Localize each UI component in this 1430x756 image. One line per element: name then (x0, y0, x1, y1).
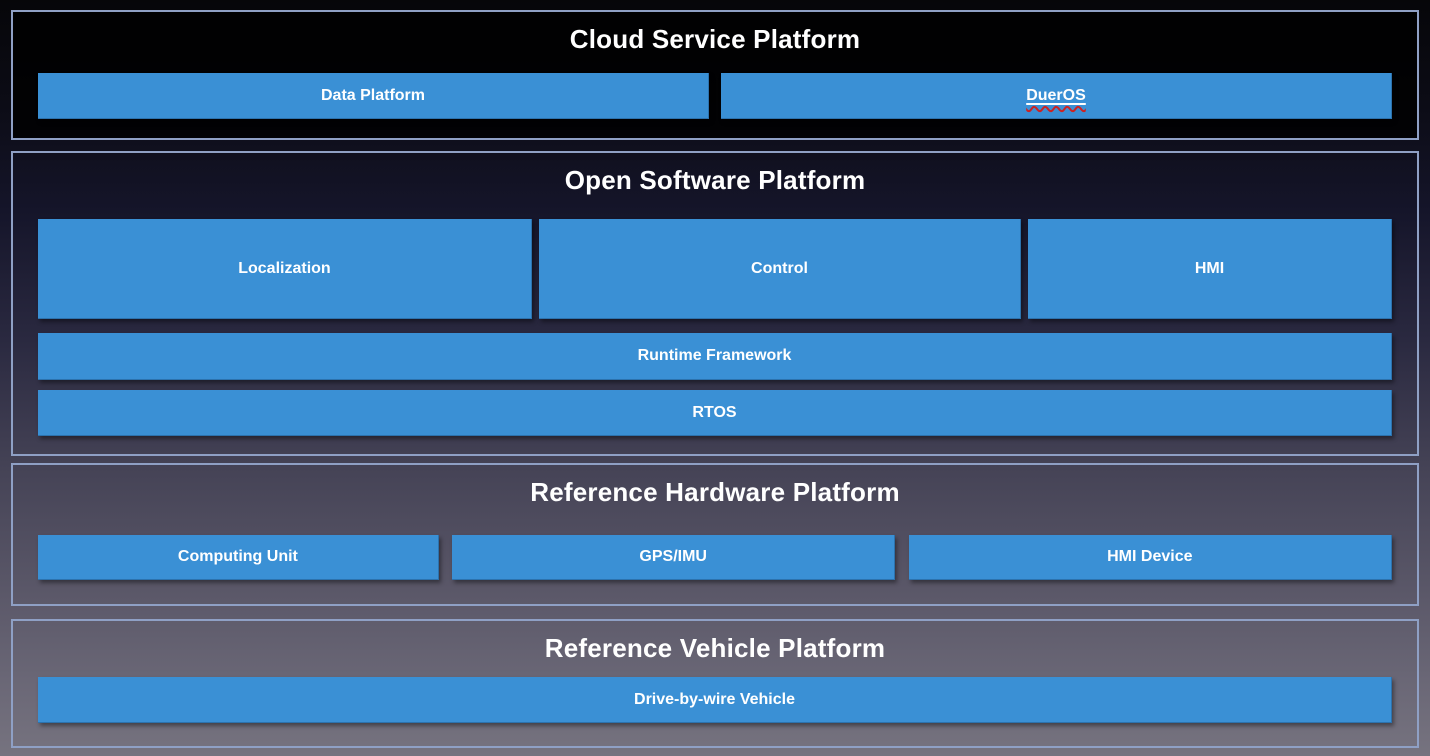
box-label: Data Platform (320, 86, 426, 104)
section-cloud-service-platform: Cloud Service Platform Data Platform Due… (11, 10, 1419, 140)
box-label: HMI Device (1107, 548, 1193, 565)
box-label: GPS/IMU (639, 548, 707, 565)
section-title: Reference Vehicle Platform (544, 633, 886, 663)
box-localization: Localization (38, 219, 532, 319)
box-label: Localization (238, 259, 331, 277)
spellcheck-underline: DuerOS (1026, 87, 1086, 105)
box-data-platform: Data Platform (38, 73, 709, 119)
box-label: RTOS (692, 403, 737, 421)
section-open-software-platform: Open Software Platform Localization Cont… (11, 151, 1419, 456)
section-title: Reference Hardware Platform (530, 477, 900, 507)
box-label: Computing Unit (177, 548, 298, 565)
box-hmi-device: HMI Device (908, 535, 1392, 580)
hardware-boxes-row: Computing Unit GPS/IMU HMI Device (38, 535, 1392, 580)
box-computing-unit: Computing Unit (38, 535, 439, 580)
box-label: Runtime Framework (637, 347, 792, 364)
box-label: HMI (1194, 259, 1225, 277)
bar-drive-by-wire-vehicle: Drive-by-wire Vehicle (38, 677, 1392, 723)
box-label: Drive-by-wire Vehicle (634, 690, 795, 708)
section-title: Open Software Platform (564, 165, 866, 195)
box-gps-imu: GPS/IMU (452, 535, 896, 580)
box-dueros: DuerOS (721, 73, 1392, 119)
section-reference-vehicle-platform: Reference Vehicle Platform Drive-by-wire… (11, 619, 1419, 748)
bar-rtos: RTOS (38, 390, 1392, 436)
box-label: Control (751, 259, 808, 277)
software-boxes-row: Localization Control HMI (38, 219, 1392, 319)
bar-runtime-framework: Runtime Framework (38, 333, 1392, 380)
box-label: DuerOS (1026, 86, 1086, 104)
cloud-boxes-row: Data Platform DuerOS (38, 73, 1392, 119)
section-title: Cloud Service Platform (569, 24, 861, 54)
box-control: Control (538, 219, 1021, 319)
section-reference-hardware-platform: Reference Hardware Platform Computing Un… (11, 463, 1419, 606)
box-hmi: HMI (1028, 219, 1392, 319)
